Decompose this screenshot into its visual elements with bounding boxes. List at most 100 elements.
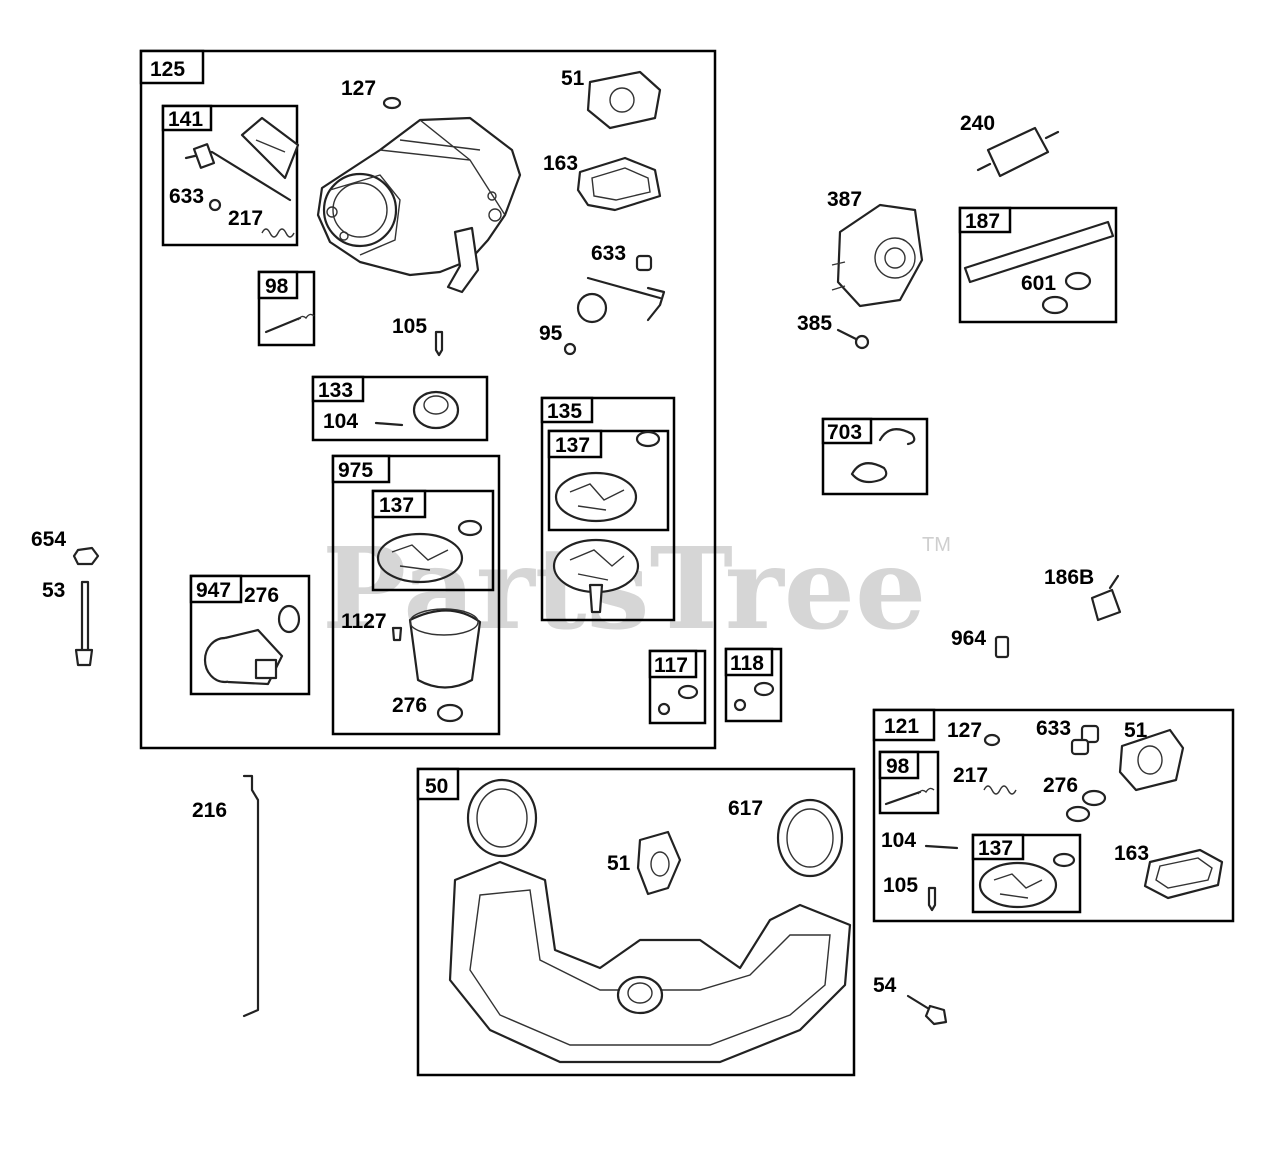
group-135-tag[interactable]: 135 (547, 400, 582, 423)
screw-98-drawing (264, 316, 302, 334)
label-163-kit[interactable]: 163 (1114, 842, 1149, 865)
o-ring-127-drawing (382, 96, 402, 110)
needle-105-drawing (434, 330, 444, 357)
label-964[interactable]: 964 (951, 627, 986, 650)
label-1127[interactable]: 1127 (341, 610, 387, 633)
group-121-tag[interactable]: 121 (884, 715, 919, 738)
label-53[interactable]: 53 (42, 579, 65, 602)
label-633[interactable]: 633 (591, 242, 626, 265)
group-121-tag-box (872, 708, 936, 742)
group-98-left-tag[interactable]: 98 (265, 275, 289, 298)
label-127-kit[interactable]: 127 (947, 719, 982, 742)
fuel-pump-387-drawing (831, 203, 924, 308)
group-137-in-135-frame (547, 429, 670, 532)
group-975-tag[interactable]: 975 (338, 459, 373, 482)
screw-95-drawing (563, 342, 577, 356)
group-187-tag-box (958, 206, 1012, 234)
group-98-left: 98 (257, 270, 316, 347)
group-137-in-121-frame (971, 833, 1082, 914)
group-141: 141 (161, 104, 300, 247)
group-50-tag-box (416, 767, 460, 801)
label-276-solenoid[interactable]: 276 (244, 584, 279, 607)
group-703-frame (821, 417, 929, 496)
label-105-kit[interactable]: 105 (883, 874, 918, 897)
label-163[interactable]: 163 (543, 152, 578, 175)
label-276-in-975[interactable]: 276 (392, 694, 427, 717)
label-654[interactable]: 654 (31, 528, 66, 551)
label-617[interactable]: 617 (728, 797, 763, 820)
nut-654-drawing (72, 546, 100, 566)
group-137-in-135-tag[interactable]: 137 (555, 434, 590, 457)
group-117-tag[interactable]: 117 (654, 654, 688, 677)
group-50-tag[interactable]: 50 (425, 775, 448, 798)
group-975-frame (331, 454, 501, 736)
label-276-kit[interactable]: 276 (1043, 774, 1078, 797)
label-217-kit[interactable]: 217 (953, 764, 988, 787)
label-104-kit[interactable]: 104 (881, 829, 916, 852)
label-633-group-141[interactable]: 633 (169, 185, 204, 208)
label-633-kit[interactable]: 633 (1036, 717, 1071, 740)
group-98-right-tag[interactable]: 98 (886, 755, 910, 778)
group-703: 703 (821, 417, 929, 496)
throttle-plate-drawing (240, 116, 300, 180)
label-127[interactable]: 127 (341, 77, 376, 100)
group-137-in-975-tag[interactable]: 137 (379, 494, 414, 517)
group-135-tag-box (540, 396, 594, 424)
label-217-group-141[interactable]: 217 (228, 207, 263, 230)
group-135: 135 137 (540, 396, 676, 622)
label-51-manifold[interactable]: 51 (607, 852, 631, 875)
label-51[interactable]: 51 (561, 67, 585, 90)
gasket-137-drawing (376, 532, 464, 584)
group-137-in-121-tag[interactable]: 137 (978, 837, 1013, 860)
group-947: 947 (189, 574, 311, 696)
group-125: 125 (139, 49, 717, 750)
label-216[interactable]: 216 (192, 799, 227, 822)
group-947-frame (189, 574, 311, 696)
bushing-633-drawing (635, 254, 653, 272)
float-bowl-drawing (408, 609, 482, 689)
pin-104-kit-drawing (924, 844, 959, 850)
group-703-tag[interactable]: 703 (827, 421, 862, 444)
label-385[interactable]: 385 (797, 312, 832, 335)
choke-plate-drawing (576, 292, 608, 324)
gasket-163-kit-drawing (1143, 848, 1224, 900)
group-125-frame (139, 49, 717, 750)
clamp-601-drawing (1064, 271, 1092, 291)
screw-98-right-drawing (884, 790, 922, 806)
clamp-703-bottom-drawing (850, 462, 888, 484)
group-975: 975 137 (331, 454, 501, 736)
group-141-tag[interactable]: 141 (168, 108, 203, 131)
gasket-163-drawing (576, 156, 662, 212)
label-104[interactable]: 104 (323, 410, 358, 433)
group-975-tag-box (331, 454, 391, 484)
label-387[interactable]: 387 (827, 188, 862, 211)
o-ring-276-drawing (436, 703, 464, 723)
group-133-tag[interactable]: 133 (318, 379, 353, 402)
group-187-tag[interactable]: 187 (965, 210, 1000, 233)
group-125-tag-box (139, 49, 205, 85)
label-51-kit[interactable]: 51 (1124, 719, 1148, 742)
group-947-tag-box (189, 574, 243, 604)
clamp-703-top-drawing (878, 428, 916, 446)
group-118: 118 (724, 647, 783, 723)
group-98-left-tag-box (257, 270, 299, 300)
label-240[interactable]: 240 (960, 112, 995, 135)
group-141-tag-box (161, 104, 213, 132)
group-703-tag-box (821, 417, 873, 445)
group-118-tag[interactable]: 118 (730, 652, 764, 675)
group-133: 133 (311, 375, 489, 442)
group-137-in-975-tag-box (371, 489, 427, 519)
label-105[interactable]: 105 (392, 315, 427, 338)
label-95[interactable]: 95 (539, 322, 563, 345)
group-125-tag[interactable]: 125 (150, 58, 185, 81)
intake-manifold-drawing (448, 860, 852, 1064)
group-187: 187 (958, 206, 1118, 324)
group-947-tag[interactable]: 947 (196, 579, 231, 602)
fuel-line-drawing (963, 220, 1115, 284)
label-54[interactable]: 54 (873, 974, 897, 997)
group-98-right-tag-box (878, 750, 920, 780)
label-601[interactable]: 601 (1021, 272, 1056, 295)
group-117-tag-box (648, 649, 698, 679)
label-186b[interactable]: 186B (1044, 566, 1094, 589)
choke-shaft-drawing (586, 276, 662, 300)
